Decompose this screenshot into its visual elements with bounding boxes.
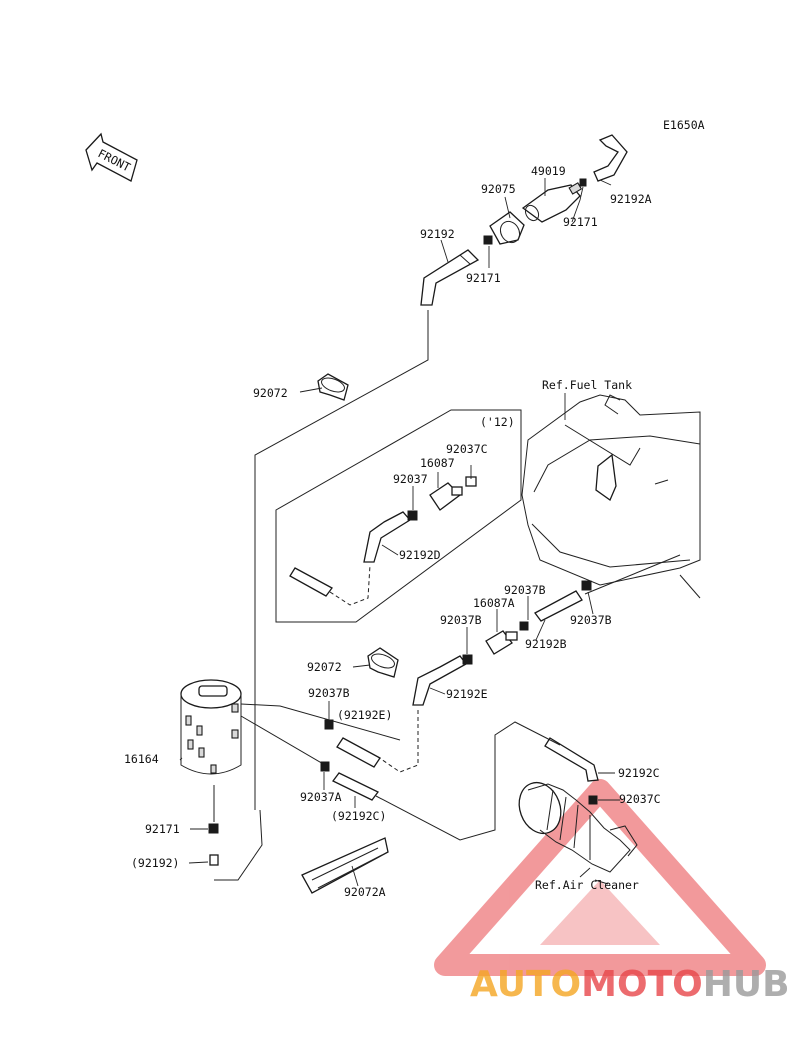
hose-92192-top xyxy=(420,249,480,306)
strap-92072A xyxy=(301,837,389,894)
label-16164: 16164 xyxy=(124,752,159,766)
label-92171-mid: 92171 xyxy=(466,271,501,285)
label-92037C-top: 92037C xyxy=(446,442,488,456)
clip-92171-top xyxy=(483,235,493,245)
leader-lines xyxy=(179,178,620,887)
label-92192A: 92192A xyxy=(610,192,652,206)
label-92037B-d: 92037B xyxy=(308,686,350,700)
air-cleaner-duct xyxy=(518,781,638,885)
clip-92037B-valve xyxy=(519,621,529,631)
label-92072-mid: 92072 xyxy=(307,660,342,674)
label-16087A: 16087A xyxy=(473,596,515,610)
hose-92192E xyxy=(412,655,467,706)
hose-92192C-paren xyxy=(332,772,379,801)
label-49019: 49019 xyxy=(531,164,566,178)
label-ref-fuel-tank: Ref.Fuel Tank xyxy=(542,378,632,392)
fitting-92192-low xyxy=(209,854,219,866)
label-92192E: 92192E xyxy=(446,687,488,701)
label-92037A: 92037A xyxy=(300,790,342,804)
clip-92037 xyxy=(407,510,418,521)
watermark-part3: HUB xyxy=(703,964,790,1005)
clamp-92072-top xyxy=(317,373,349,401)
clip-92037C-right xyxy=(588,795,598,805)
label-92192D: 92192D xyxy=(399,548,441,562)
fuel-filter-49019 xyxy=(521,178,587,223)
diagram-code: E1650A xyxy=(663,118,705,132)
label-ref-air-cleaner: Ref.Air Cleaner xyxy=(535,878,639,892)
label-16087: 16087 xyxy=(420,456,455,470)
canister-16164 xyxy=(180,679,242,775)
svg-text:AUTOMOTOHUB: AUTOMOTOHUB xyxy=(470,964,790,1005)
valve-16087A xyxy=(485,630,518,655)
clamp-92075 xyxy=(489,211,525,245)
hose-92192D xyxy=(289,511,411,606)
clip-92171-low xyxy=(208,823,219,834)
variant-box-2012 xyxy=(275,409,522,623)
label-92171-top: 92171 xyxy=(563,215,598,229)
hose-92192C xyxy=(544,737,599,782)
label-92192-top: 92192 xyxy=(420,227,455,241)
front-label: FRONT xyxy=(96,146,133,174)
label-92075: 92075 xyxy=(481,182,516,196)
label-92037B-a: 92037B xyxy=(504,583,546,597)
label-92037: 92037 xyxy=(393,472,428,486)
label-92072A: 92072A xyxy=(344,885,386,899)
watermark-logo-triangle xyxy=(434,779,766,976)
hose-92192B xyxy=(534,590,583,622)
clip-92037B-mid xyxy=(324,719,334,730)
watermark-part1: AUTO xyxy=(470,964,581,1005)
clamp-92072-mid xyxy=(367,647,399,678)
label-92037B-c: 92037B xyxy=(570,613,612,627)
clip-92037B-tank xyxy=(581,580,592,591)
label-92192B: 92192B xyxy=(525,637,567,651)
watermark-logo: AUTOMOTOHUB xyxy=(470,964,790,1005)
label-92192-paren: (92192) xyxy=(131,856,179,870)
canister-line-b xyxy=(240,715,326,766)
label-year-note: ('12) xyxy=(480,415,515,429)
line-to-cleaner xyxy=(375,721,561,841)
valve-16087 xyxy=(429,476,477,511)
label-92072-top: 92072 xyxy=(253,386,288,400)
watermark-part2: MOTO xyxy=(581,964,703,1005)
label-92171-low: 92171 xyxy=(145,822,180,836)
vapor-line-left-lower xyxy=(214,809,263,881)
label-92037C-b: 92037C xyxy=(619,792,661,806)
line-to-tank xyxy=(584,554,681,595)
line-92192E-dash xyxy=(377,710,419,773)
clip-92037A xyxy=(320,761,330,772)
label-92192E-paren: (92192E) xyxy=(337,708,392,722)
vapor-line-left xyxy=(254,310,429,810)
label-92192C: 92192C xyxy=(618,766,660,780)
canister-line-a xyxy=(240,703,401,741)
fuel-tank xyxy=(521,394,701,599)
hose-92192E-paren xyxy=(336,737,381,768)
hose-92192A xyxy=(593,134,628,182)
front-arrow-icon: FRONT xyxy=(85,132,138,182)
label-92192C-paren: (92192C) xyxy=(331,809,386,823)
label-92037B-b: 92037B xyxy=(440,613,482,627)
